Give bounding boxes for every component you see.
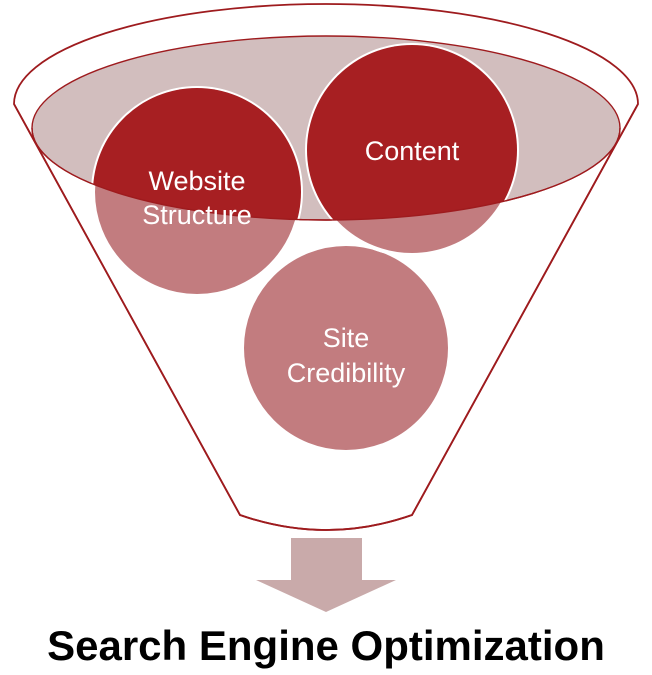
bubble-site-credibility[interactable]	[240, 242, 452, 454]
diagram-title: Search Engine Optimization	[47, 622, 605, 669]
bubble-labels: Website Structure Content Site Credibili…	[142, 136, 460, 388]
bubble-website-structure[interactable]	[91, 86, 303, 298]
bubble-label-site-credibility-line1: Site	[323, 323, 370, 353]
bubble-content[interactable]	[305, 43, 519, 257]
bubble-label-website-structure-line2: Structure	[142, 200, 252, 230]
bubble-label-site-credibility-line2: Credibility	[287, 358, 406, 388]
down-arrow-icon	[256, 538, 396, 612]
funnel-rim-bottom-arc	[31, 127, 621, 221]
bubble-label-content: Content	[365, 136, 460, 166]
funnel-side-walls	[13, 103, 639, 531]
bubble-label-website-structure-line1: Website	[148, 166, 245, 196]
